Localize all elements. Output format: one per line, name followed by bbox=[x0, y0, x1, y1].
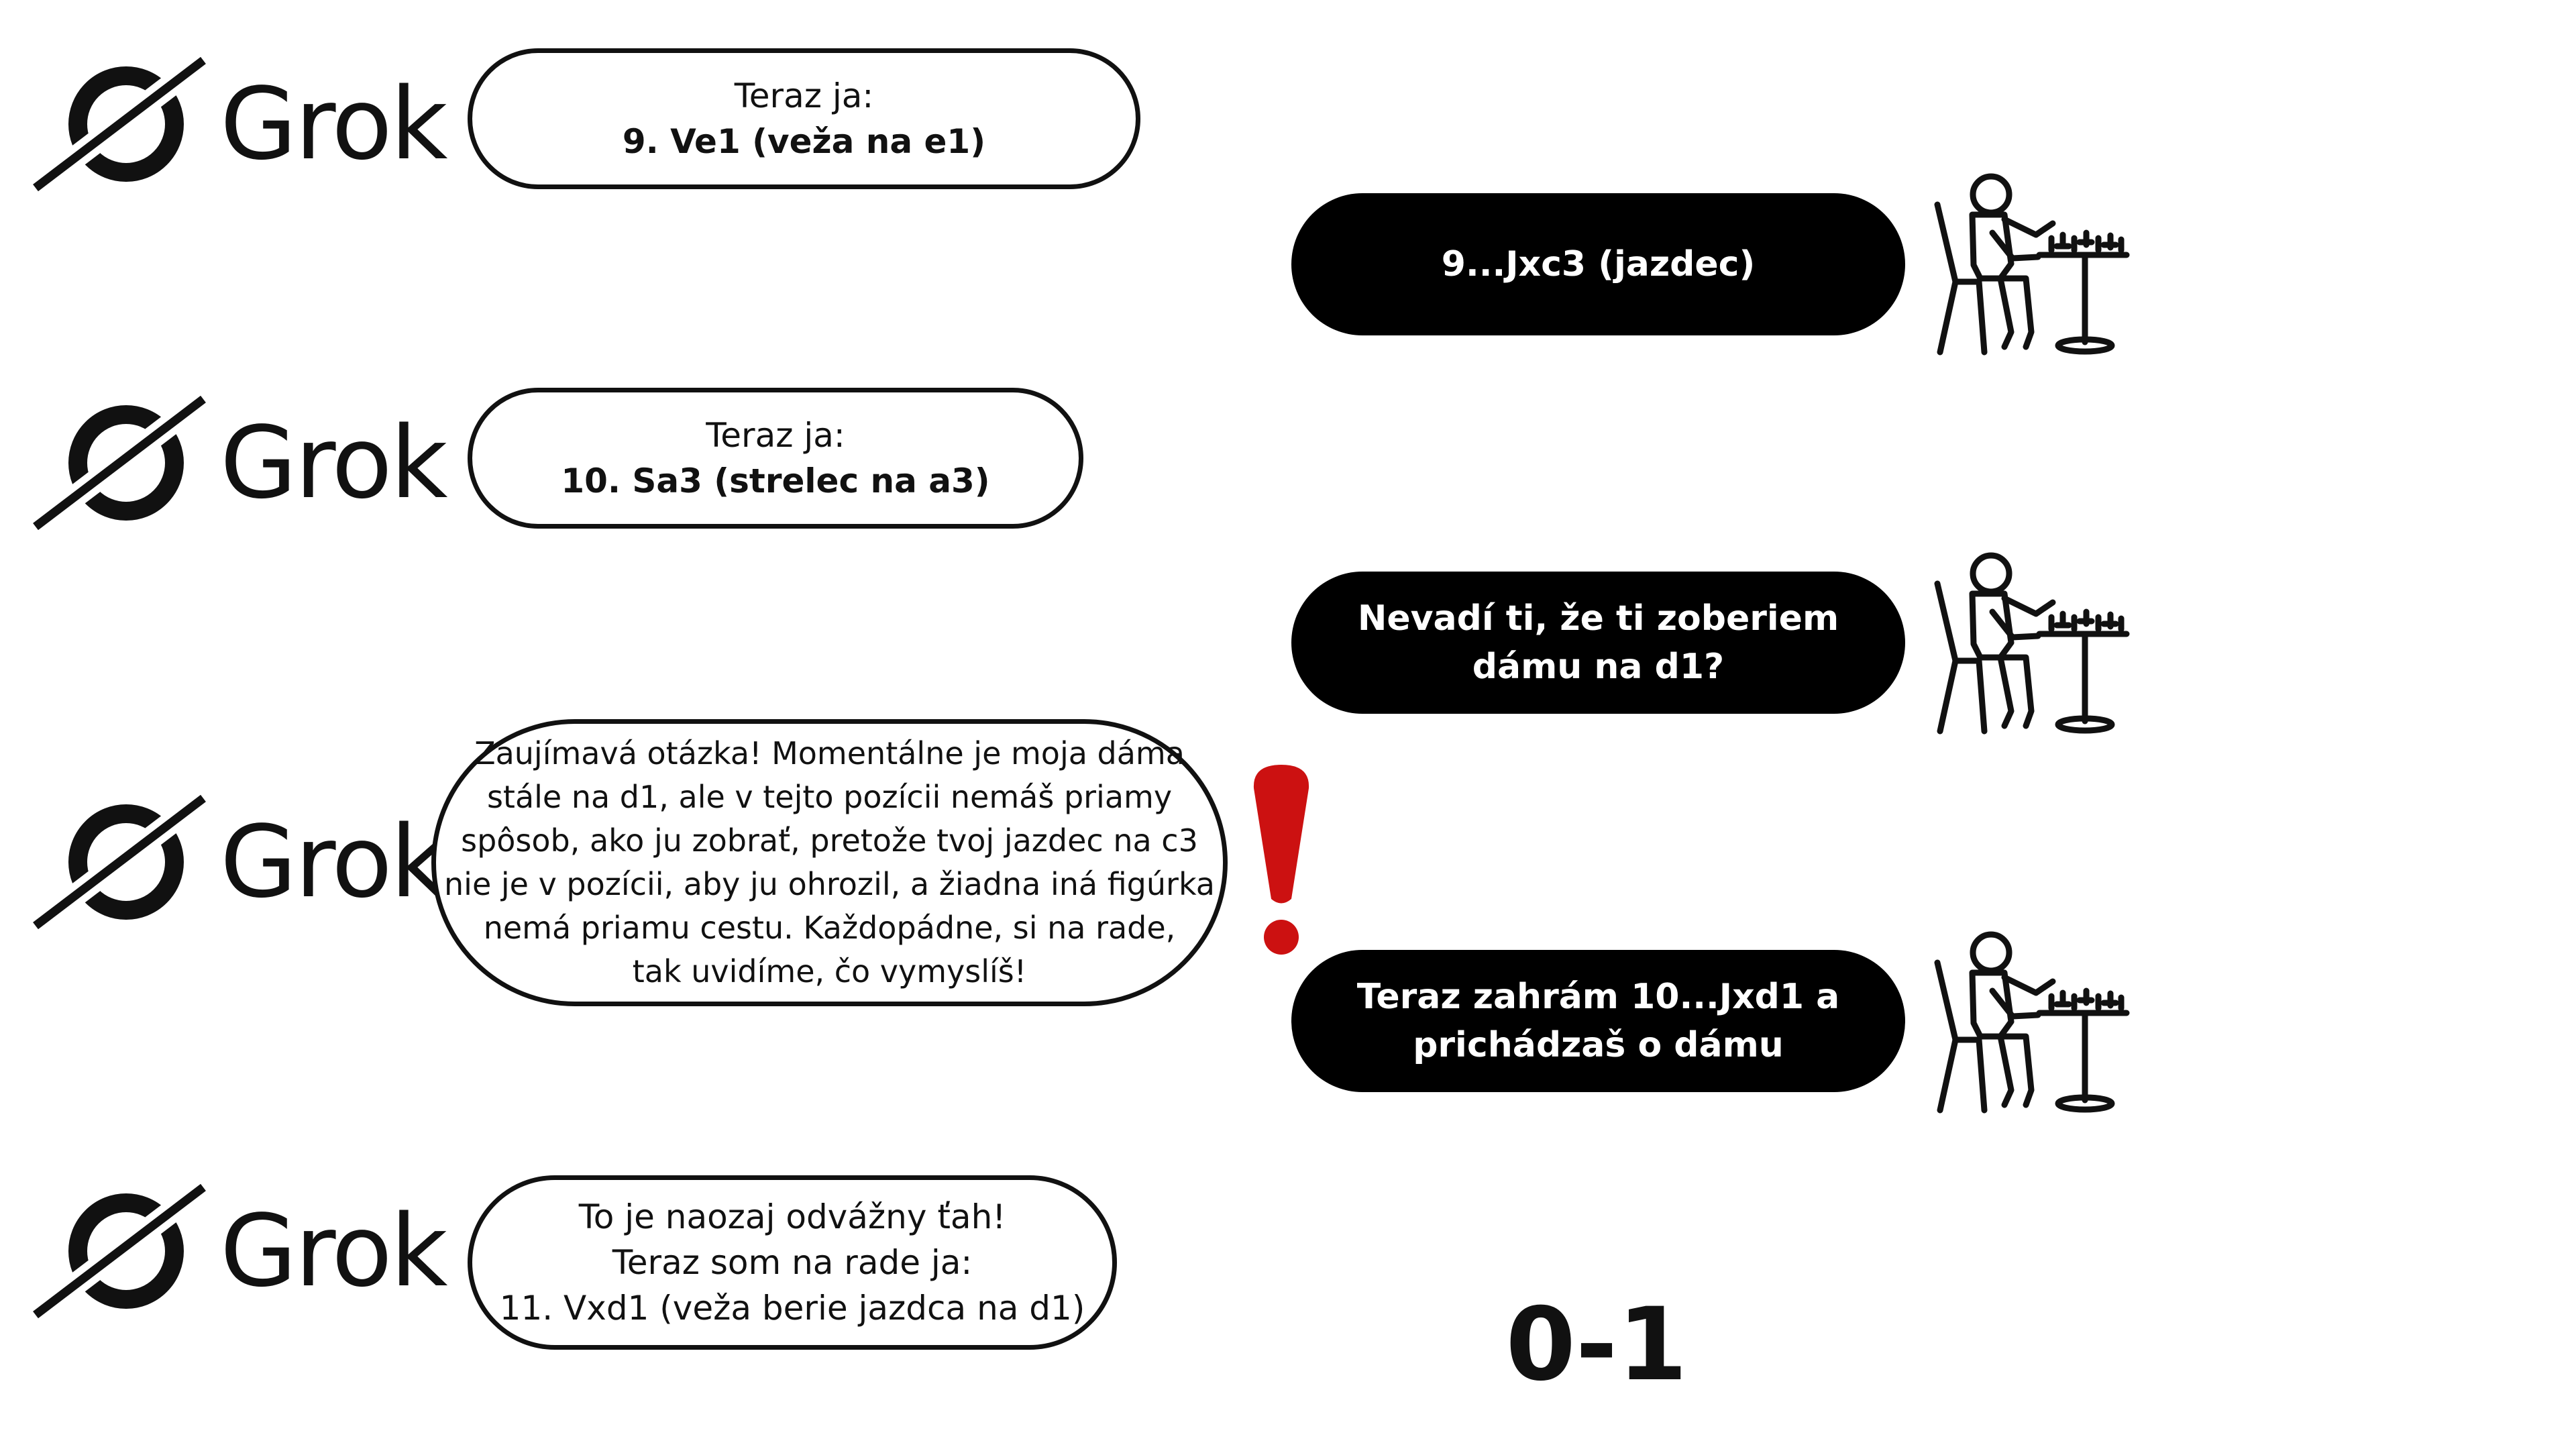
grok-message: Teraz ja: 10. Sa3 (strelec na a3) bbox=[468, 388, 1083, 529]
message-line: tak uvidíme, čo vymyslíš! bbox=[632, 953, 1027, 989]
grok-logo-icon bbox=[32, 1184, 211, 1318]
message-line: Zaujímavá otázka! Momentálne je moja dám… bbox=[474, 735, 1185, 771]
grok-logo: Grok bbox=[32, 57, 448, 191]
message-line: Teraz som na rade ja: bbox=[612, 1243, 973, 1282]
chess-player-icon bbox=[1925, 171, 2133, 359]
player-message: 9...Jxc3 (jazdec) bbox=[1291, 193, 1905, 335]
chess-player-icon bbox=[1925, 550, 2133, 738]
grok-logo-icon bbox=[32, 396, 211, 530]
message-line: 9...Jxc3 (jazdec) bbox=[1441, 244, 1756, 284]
grok-message: Zaujímavá otázka! Momentálne je moja dám… bbox=[431, 719, 1228, 1006]
message-line: 11. Vxd1 (veža berie jazdca na d1) bbox=[499, 1289, 1085, 1328]
grok-logo: Grok bbox=[32, 396, 448, 530]
message-line: nie je v pozícii, aby ju ohrozil, a žiad… bbox=[444, 866, 1215, 902]
grok-logo: Grok bbox=[32, 1184, 448, 1318]
grok-logo: Grok bbox=[32, 795, 448, 929]
grok-logo-text: Grok bbox=[220, 405, 448, 521]
message-line: 9. Ve1 (veža na e1) bbox=[622, 122, 986, 161]
message-line: Teraz ja: bbox=[734, 76, 874, 115]
message-line: dámu na d1? bbox=[1472, 647, 1725, 687]
game-result: 0-1 bbox=[1505, 1287, 1688, 1403]
exclamation-icon bbox=[1244, 761, 1318, 956]
grok-logo-icon bbox=[32, 795, 211, 929]
player-message: Nevadí ti, že ti zoberiem dámu na d1? bbox=[1291, 572, 1905, 714]
grok-logo-text: Grok bbox=[220, 66, 448, 182]
chess-player-icon bbox=[1925, 929, 2133, 1117]
grok-logo-text: Grok bbox=[220, 804, 448, 920]
grok-logo-icon bbox=[32, 57, 211, 191]
grok-message: Teraz ja: 9. Ve1 (veža na e1) bbox=[468, 48, 1140, 189]
message-line: spôsob, ako ju zobrať, pretože tvoj jazd… bbox=[461, 822, 1198, 859]
player-message: Teraz zahrám 10...Jxd1 a prichádzaš o dá… bbox=[1291, 950, 1905, 1092]
message-line: Nevadí ti, že ti zoberiem bbox=[1357, 598, 1839, 639]
message-line: To je naozaj odvážny ťah! bbox=[578, 1197, 1006, 1236]
message-line: Teraz ja: bbox=[706, 416, 845, 455]
message-line: prichádzaš o dámu bbox=[1413, 1025, 1784, 1065]
message-line: stále na d1, ale v tejto pozícii nemáš p… bbox=[486, 779, 1173, 815]
message-line: nemá priamu cestu. Každopádne, si na rad… bbox=[483, 910, 1176, 946]
message-line: Teraz zahrám 10...Jxd1 a bbox=[1356, 977, 1840, 1017]
grok-message: To je naozaj odvážny ťah! Teraz som na r… bbox=[468, 1175, 1117, 1350]
grok-logo-text: Grok bbox=[220, 1193, 448, 1309]
message-line: 10. Sa3 (strelec na a3) bbox=[561, 462, 990, 500]
